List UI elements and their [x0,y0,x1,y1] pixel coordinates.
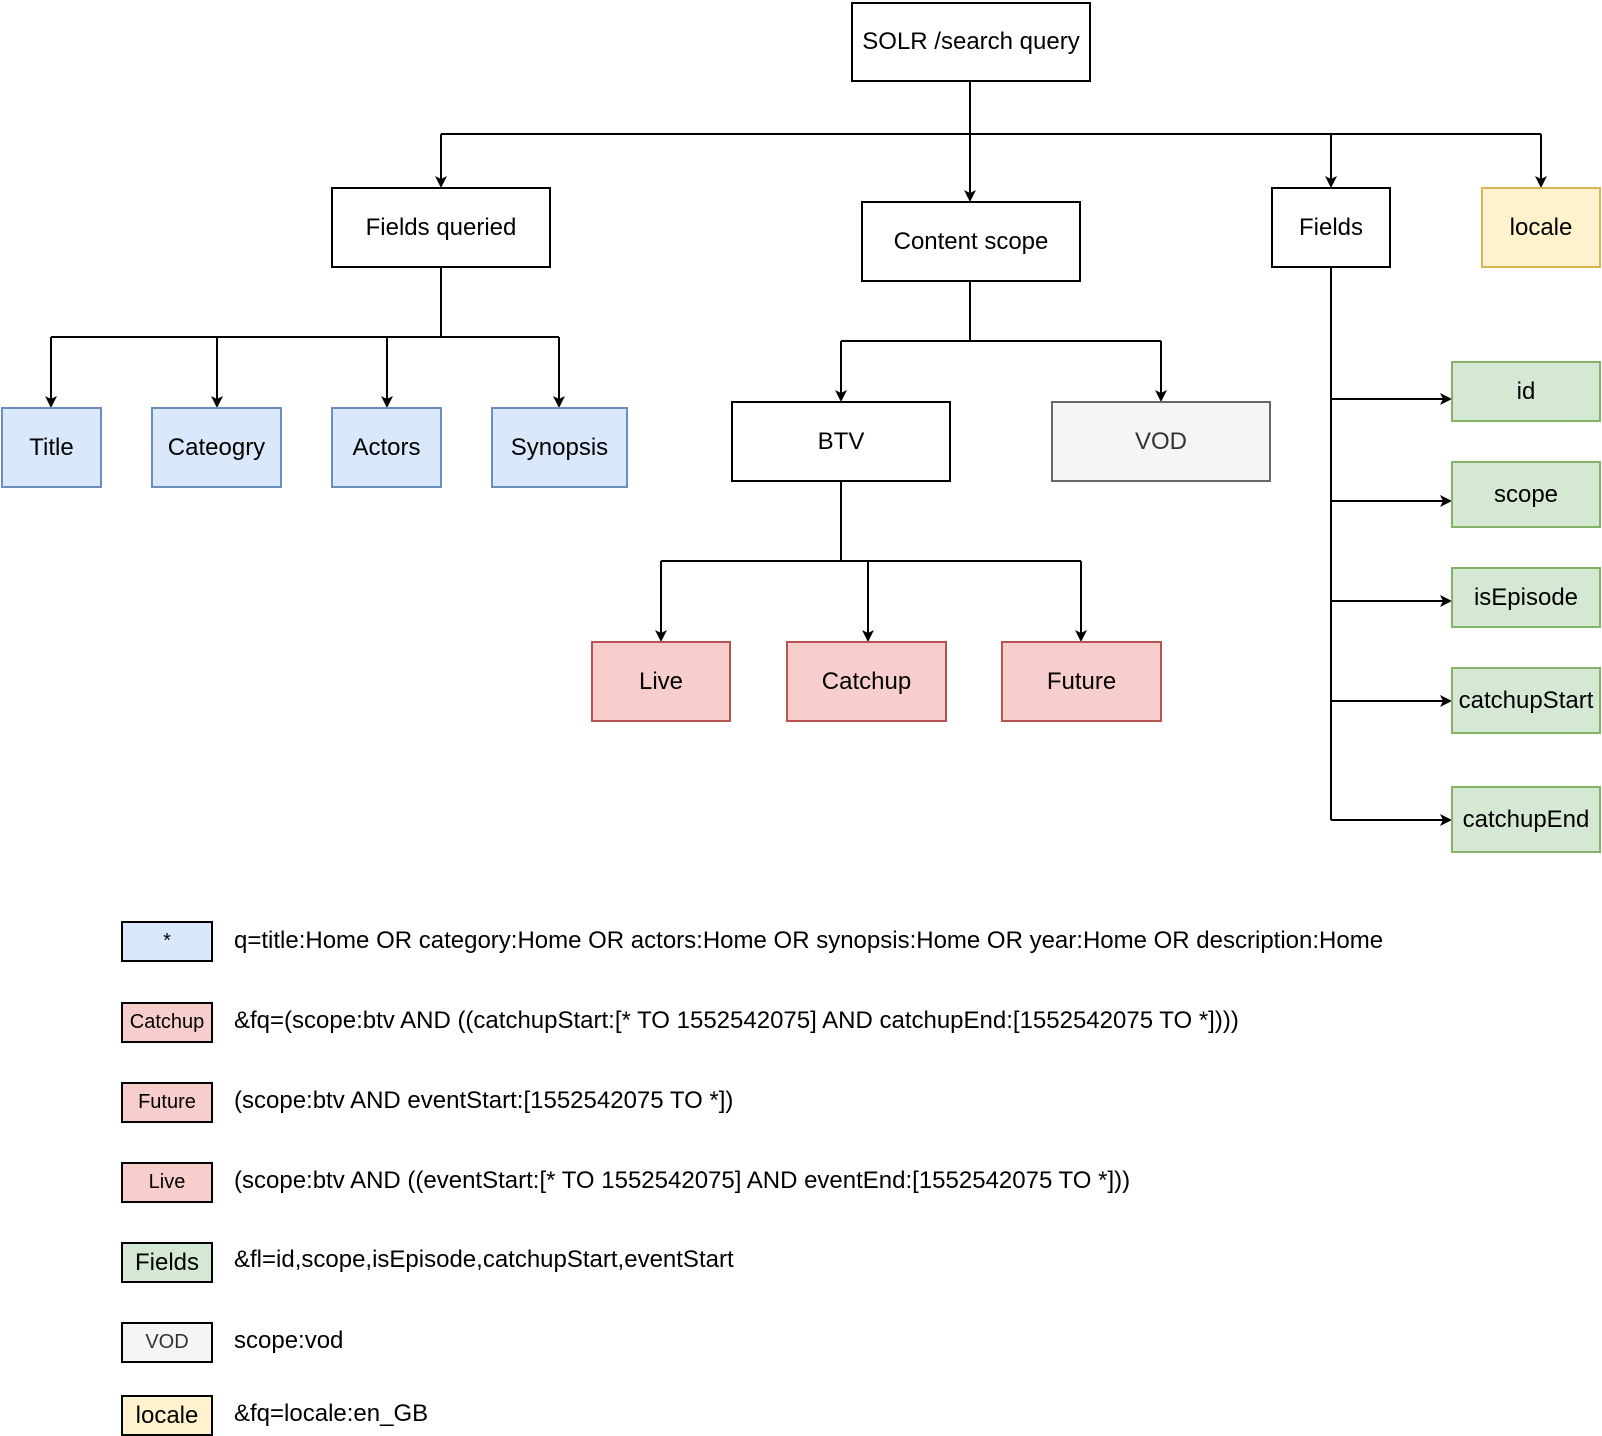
node-fields: Fields [1271,187,1391,268]
legend-text-live: (scope:btv AND ((eventStart:[* TO 155254… [234,1167,1131,1194]
node-vod: VOD [1051,401,1271,482]
legend-swatch-locale: locale [121,1395,213,1436]
legend-text-vod: scope:vod [234,1327,344,1354]
node-is-episode: isEpisode [1451,567,1601,628]
node-actors: Actors [331,407,442,488]
node-title: Title [1,407,102,488]
node-catchup: Catchup [786,641,947,722]
node-category: Cateogry [151,407,282,488]
node-scope: scope [1451,461,1601,528]
node-live: Live [591,641,731,722]
legend-swatch-fields: Fields [121,1242,213,1283]
node-fields-queried: Fields queried [331,187,551,268]
legend-swatch-live: Live [121,1162,213,1203]
node-id: id [1451,361,1601,422]
node-btv: BTV [731,401,951,482]
legend-text-fields: &fl=id,scope,isEpisode,catchupStart,even… [234,1246,734,1273]
legend-swatch-query: * [121,921,213,962]
node-synopsis: Synopsis [491,407,628,488]
node-content-scope: Content scope [861,201,1081,282]
node-future: Future [1001,641,1162,722]
legend-text-future: (scope:btv AND eventStart:[1552542075 TO… [234,1087,734,1114]
legend-text-locale: &fq=locale:en_GB [234,1400,429,1427]
legend-text-catchup: &fq=(scope:btv AND ((catchupStart:[* TO … [234,1007,1239,1034]
legend-text-query: q=title:Home OR category:Home OR actors:… [234,927,1384,954]
node-catchup-end: catchupEnd [1451,786,1601,853]
legend-swatch-vod: VOD [121,1322,213,1363]
legend-swatch-future: Future [121,1082,213,1123]
node-solr-search-query: SOLR /search query [851,2,1091,82]
legend-swatch-catchup: Catchup [121,1002,213,1043]
node-locale: locale [1481,187,1601,268]
node-catchup-start: catchupStart [1451,667,1601,734]
